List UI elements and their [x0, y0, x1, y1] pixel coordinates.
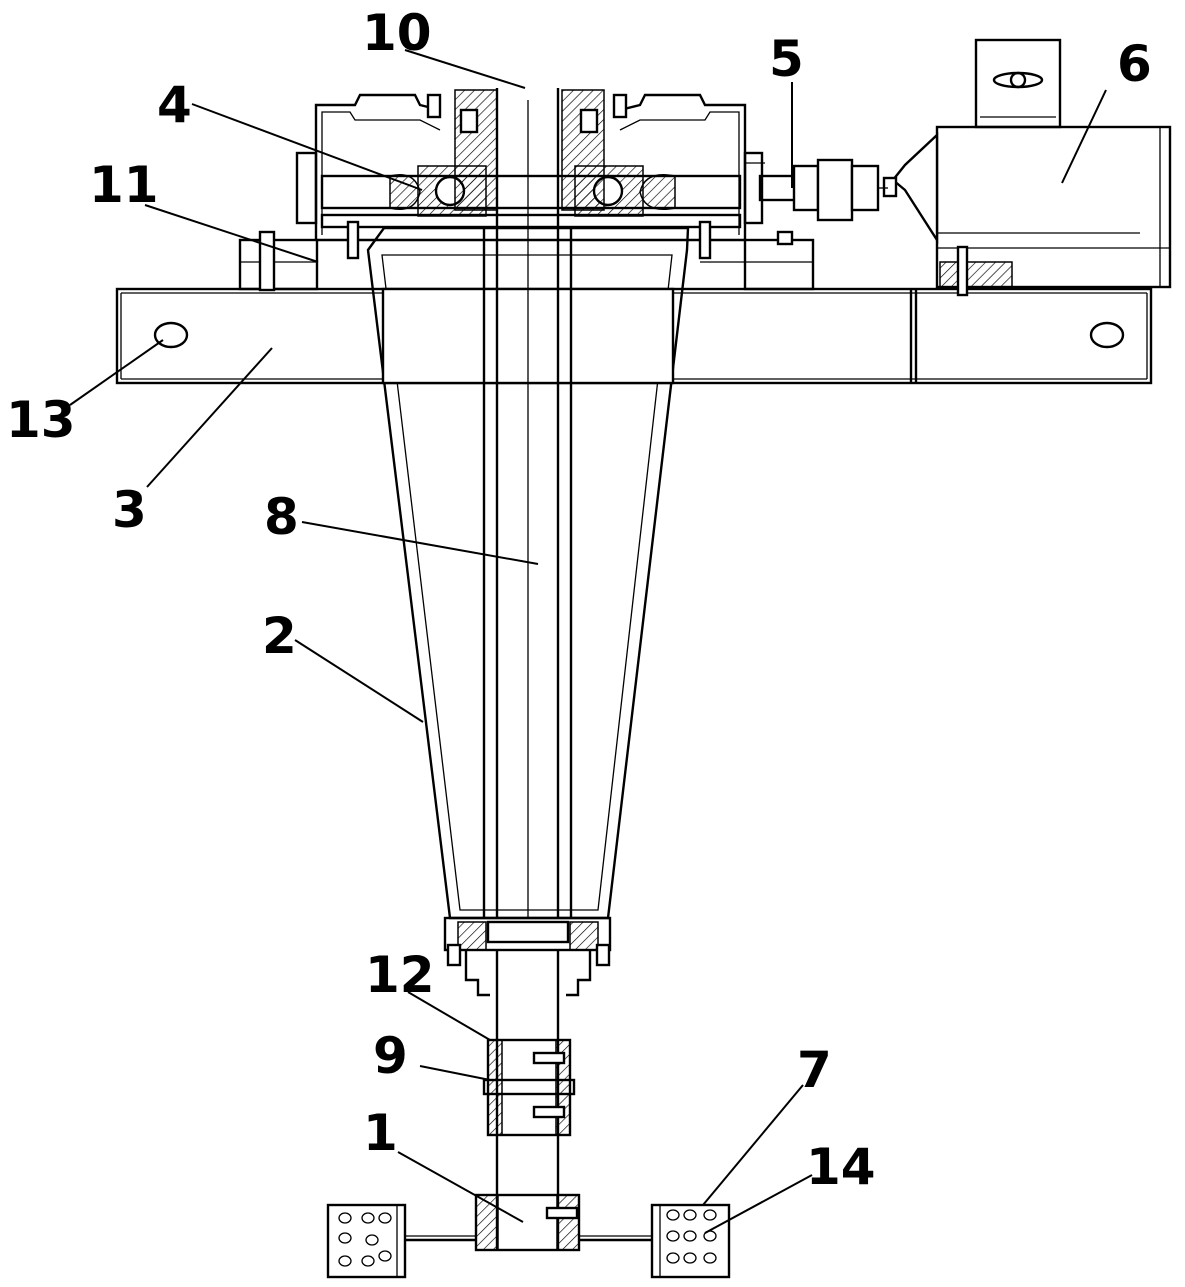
- label-8: 8: [264, 488, 299, 546]
- label-12: 12: [365, 946, 435, 1004]
- paddle-left: [326, 1203, 476, 1279]
- label-10: 10: [362, 4, 432, 62]
- label-1: 1: [363, 1104, 398, 1162]
- label-2: 2: [262, 607, 297, 665]
- central-shaft: [482, 100, 573, 918]
- mounting-hole-right: [1089, 321, 1125, 349]
- stirring-shaft: [474, 950, 581, 1252]
- label-11: 11: [89, 156, 159, 214]
- motor: [882, 38, 1172, 297]
- label-4: 4: [157, 76, 192, 134]
- callout-labels: 10 4 5 6 11 13 3 8 2 12 9 1 7 14: [6, 4, 1152, 1196]
- mounting-hole-left: [153, 321, 189, 349]
- mounting-pads: [238, 220, 815, 292]
- label-5: 5: [769, 30, 804, 88]
- gearbox-housing: [295, 88, 764, 242]
- label-6: 6: [1117, 35, 1152, 93]
- wing-nut-icon: [992, 71, 1044, 89]
- label-9: 9: [373, 1027, 408, 1085]
- label-14: 14: [806, 1138, 876, 1196]
- lower-bearing: [443, 916, 612, 997]
- label-3: 3: [112, 481, 147, 539]
- label-13: 13: [6, 391, 76, 449]
- leader-lines: [69, 49, 1107, 1234]
- coupling-shaft: [745, 158, 888, 222]
- label-7: 7: [797, 1041, 832, 1099]
- paddle-right: [579, 1203, 731, 1279]
